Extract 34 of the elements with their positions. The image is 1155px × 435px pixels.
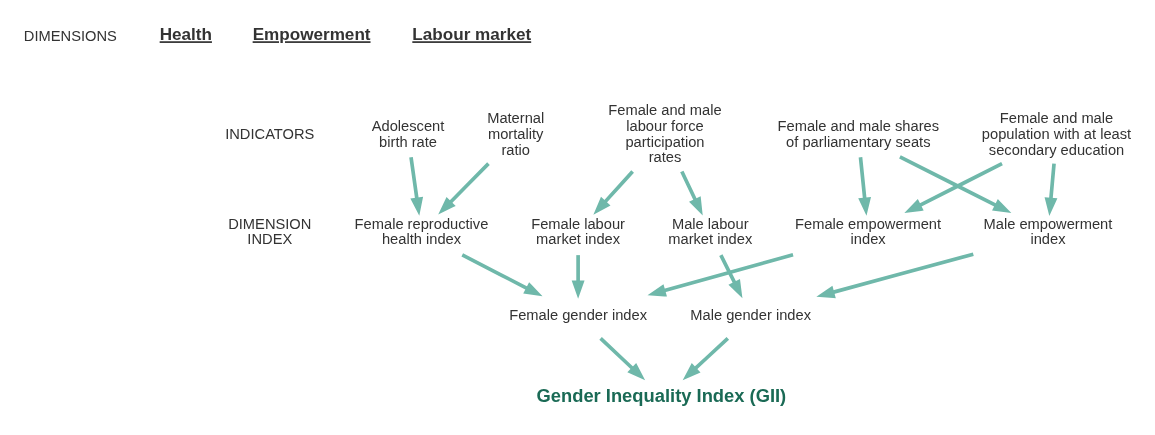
node-text: Female empowerment index (795, 215, 942, 247)
node-text: Female labour market index (531, 215, 626, 247)
node-text: Male labour market index (668, 215, 753, 247)
arrow (409, 156, 424, 216)
arrow (858, 156, 871, 216)
label: Labour market (412, 24, 532, 44)
node-text: Male empowerment index (983, 215, 1113, 247)
arrow (816, 251, 974, 298)
node-text: Gender Inequality Index (GII) (536, 384, 787, 406)
arrow (599, 336, 646, 380)
arrow (438, 161, 490, 215)
arrow (899, 154, 1012, 213)
label: DIMENSIONS (23, 27, 117, 44)
node-text: Female and male shares of parliamentary seats (777, 117, 940, 150)
node-text: Female and male labour force participation rates (608, 101, 722, 165)
label: DIMENSION INDEX (228, 215, 312, 247)
arrow (719, 253, 743, 298)
node-text: Female reproductive health index (354, 215, 489, 247)
label: INDICATORS (225, 125, 315, 142)
arrow (593, 169, 634, 215)
arrow (647, 252, 794, 297)
arrow (571, 254, 585, 299)
label: Empowerment (252, 24, 371, 44)
node-text: Female and male population with at least secondary education (981, 109, 1132, 157)
node-text: Female gender index (509, 306, 648, 323)
node-text: Maternal mortality ratio (487, 109, 545, 157)
arrow (904, 161, 1003, 213)
label: Health (159, 24, 212, 44)
arrow (680, 170, 703, 216)
arrow (1044, 162, 1058, 216)
node-text: Adolescent birth rate (371, 117, 445, 150)
arrow (682, 336, 730, 380)
node-text: Male gender index (690, 306, 811, 323)
arrow (461, 252, 543, 296)
